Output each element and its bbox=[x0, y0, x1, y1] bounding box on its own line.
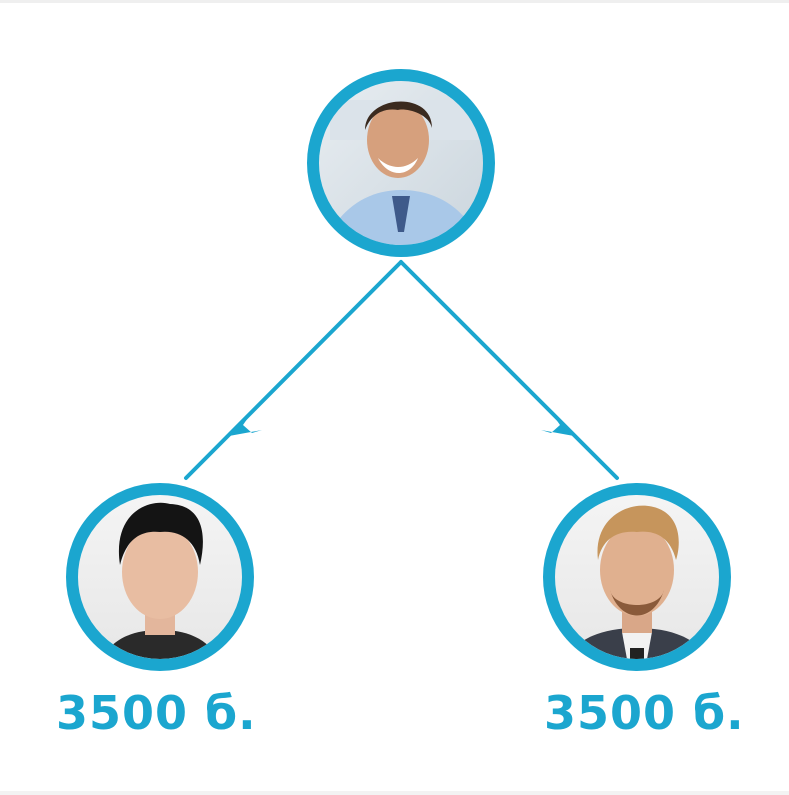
connector-left-line bbox=[184, 260, 403, 480]
avatar-right bbox=[543, 483, 731, 671]
arrowheads bbox=[229, 412, 574, 436]
amount-right-label: 3500 б. bbox=[544, 686, 745, 740]
arrow-down-left-icon bbox=[229, 412, 262, 436]
connector-lines bbox=[184, 260, 619, 480]
arrow-down-right-icon bbox=[541, 412, 574, 436]
connector-right-line bbox=[399, 260, 619, 480]
avatar-left bbox=[66, 483, 254, 671]
amount-left-label: 3500 б. bbox=[56, 686, 257, 740]
avatar-top bbox=[307, 69, 495, 257]
